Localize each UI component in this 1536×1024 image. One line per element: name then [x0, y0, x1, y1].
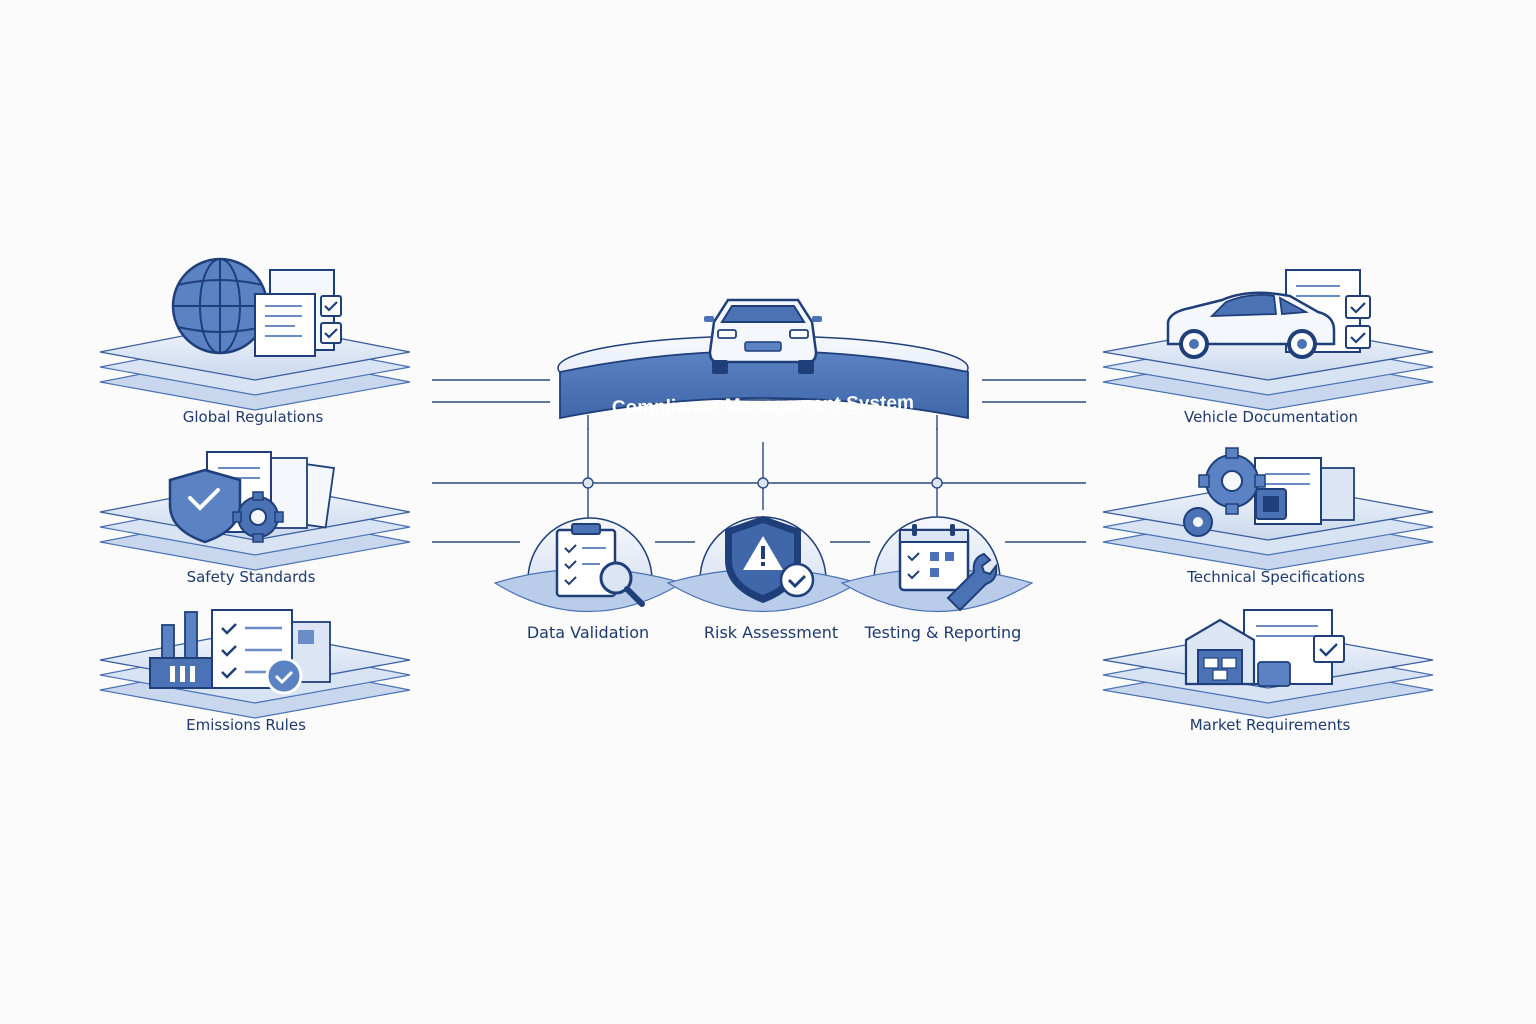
car-documents-icon [1166, 269, 1371, 359]
globe-documents-icon [171, 257, 342, 357]
layer-stack [1102, 321, 1434, 411]
calendar-wrench-icon [898, 524, 998, 612]
process-risk-assessment [666, 515, 860, 612]
shield-gear-icon [168, 451, 335, 544]
node-label-technical-specifications: Technical Specifications [1187, 568, 1365, 586]
process-testing-reporting [840, 516, 1034, 612]
warning-shield-icon [725, 515, 815, 604]
warehouse-icon [1184, 609, 1345, 687]
node-vehicle-documentation [1102, 269, 1434, 411]
node-technical-specifications [1102, 447, 1434, 571]
node-label-emissions-rules: Emissions Rules [186, 716, 306, 734]
process-label-risk-assessment: Risk Assessment [703, 623, 839, 642]
car-front-icon [704, 298, 822, 374]
node-safety-standards [99, 451, 411, 571]
process-label-testing-reporting: Testing & Reporting [864, 623, 1022, 642]
node-label-market-requirements: Market Requirements [1189, 716, 1351, 734]
process-label-data-validation: Data Validation [526, 623, 650, 642]
gears-chip-icon [1183, 447, 1355, 537]
process-data-validation [493, 517, 684, 612]
node-label-vehicle-documentation: Vehicle Documentation [1183, 408, 1359, 426]
factory-checklist-icon [149, 609, 331, 695]
node-label-safety-standards: Safety Standards [186, 568, 316, 586]
clipboard-magnifier-icon [555, 523, 645, 607]
center-node [557, 298, 969, 430]
connector-lines [432, 379, 1086, 543]
node-label-global-regulations: Global Regulations [182, 408, 324, 426]
node-emissions-rules [99, 609, 411, 719]
node-market-requirements [1102, 609, 1434, 719]
center-title: Compliance Management System [612, 392, 914, 418]
node-global-regulations [99, 257, 411, 411]
